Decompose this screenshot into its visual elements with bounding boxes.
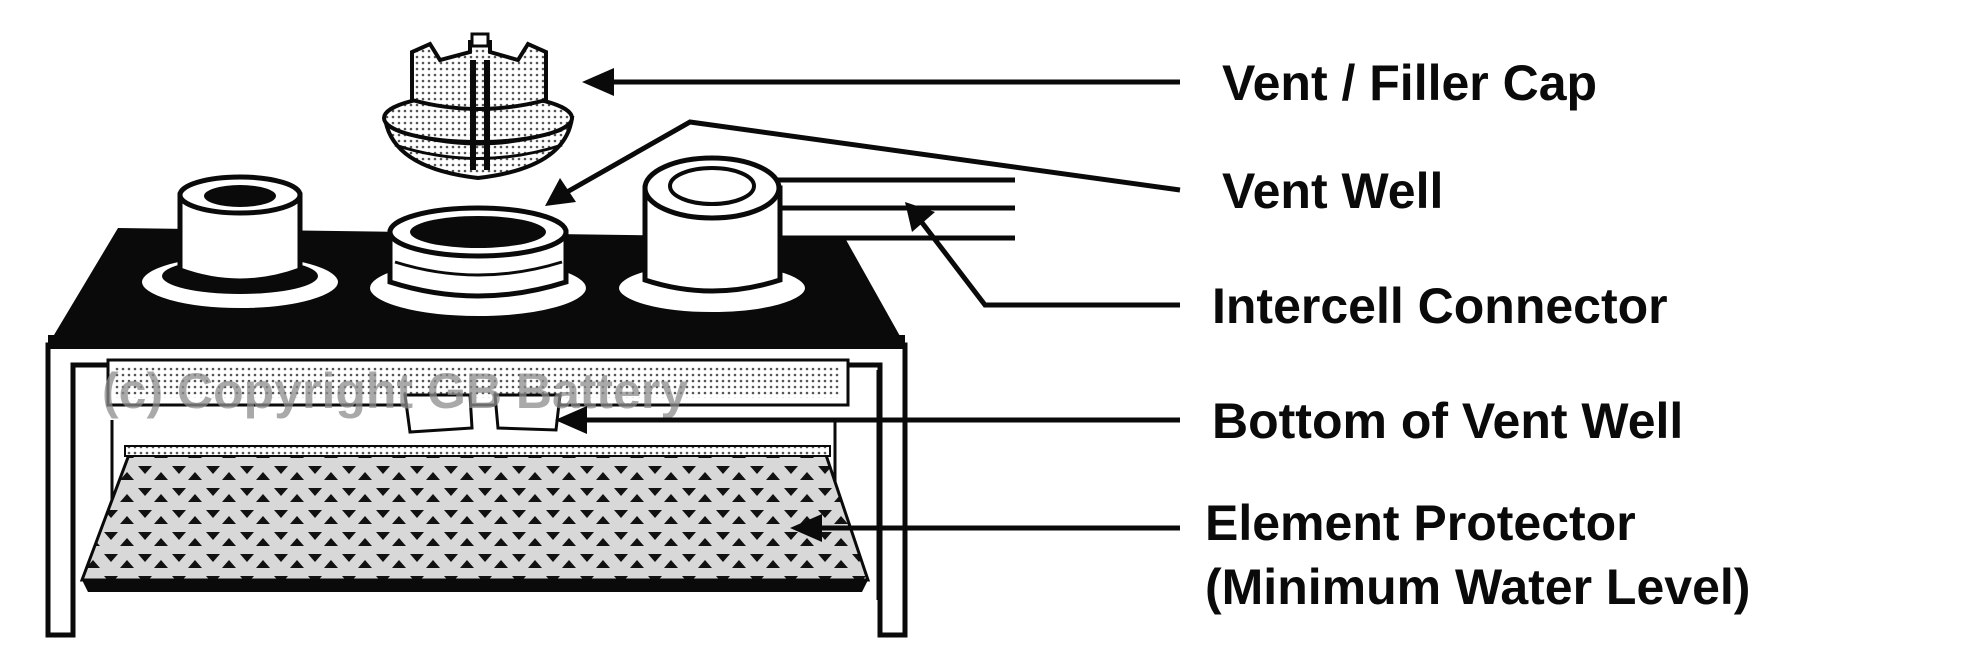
label-bottom-of-vent-well: Bottom of Vent Well bbox=[1212, 393, 1684, 449]
arrowhead-intercell-connector bbox=[905, 202, 935, 232]
right-terminal-post bbox=[615, 155, 809, 316]
leader-lines bbox=[558, 79, 1181, 531]
label-minimum-water-level: (Minimum Water Level) bbox=[1205, 559, 1751, 615]
label-element-protector: Element Protector bbox=[1205, 495, 1636, 551]
arrowheads bbox=[545, 68, 935, 542]
label-intercell-connector: Intercell Connector bbox=[1212, 278, 1668, 334]
vent-filler-cap bbox=[382, 32, 575, 181]
leader-vent-well bbox=[558, 119, 1181, 199]
arrowhead-element-protector bbox=[790, 514, 822, 542]
intercell-connector bbox=[775, 177, 1015, 241]
element-protector bbox=[79, 445, 871, 592]
label-vent-well: Vent Well bbox=[1222, 163, 1444, 219]
left-terminal-post bbox=[138, 174, 342, 312]
label-vent-filler-cap: Vent / Filler Cap bbox=[1222, 55, 1598, 111]
arrowhead-bottom-of-vent-well bbox=[555, 406, 587, 434]
arrowhead-vent-filler-cap bbox=[582, 68, 614, 96]
copyright-watermark: (c) Copyright GB Battery bbox=[102, 363, 688, 419]
vent-well bbox=[366, 205, 590, 320]
cell-plate bbox=[106, 358, 850, 434]
arrowhead-vent-well bbox=[545, 178, 576, 206]
leader-intercell-connector bbox=[918, 218, 1180, 308]
